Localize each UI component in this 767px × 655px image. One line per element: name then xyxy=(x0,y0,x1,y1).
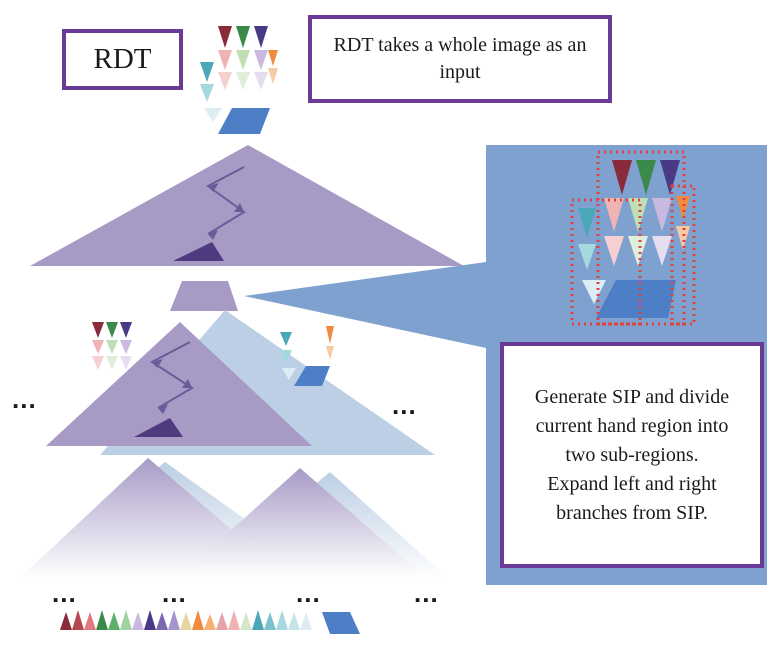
rdt-label: RDT xyxy=(93,43,152,75)
ellipsis-bottom-2: ... xyxy=(162,578,187,608)
root-tree-triangle xyxy=(30,145,464,266)
left-branch-hand-icon xyxy=(92,322,132,370)
zoomed-hand-icon xyxy=(570,150,696,326)
root-dark-node xyxy=(173,242,224,261)
third-level-purple-2 xyxy=(178,468,426,578)
ellipsis-left: ... xyxy=(12,384,37,414)
sip-note-box: Generate SIP and divide current hand reg… xyxy=(500,342,764,568)
right-branch-hand-icon xyxy=(280,326,334,386)
sip-node xyxy=(170,281,238,311)
input-image-icon xyxy=(200,26,278,134)
ellipsis-right: ... xyxy=(392,390,417,420)
rdt-label-box: RDT xyxy=(62,29,183,90)
sip-note-line: current hand region into xyxy=(535,414,729,437)
sip-note-line: branches from SIP. xyxy=(556,501,708,524)
search-path-arrows-2 xyxy=(150,341,194,409)
sip-note-line: Expand left and right xyxy=(547,472,717,495)
leaf-nodes-row xyxy=(60,610,360,634)
input-note: RDT takes a whole image as an input xyxy=(333,34,587,83)
zoom-connector xyxy=(244,262,486,348)
right-subregion-box-2 xyxy=(670,184,696,326)
ellipsis-bottom-3: ... xyxy=(296,578,321,608)
ellipsis-bottom-1: ... xyxy=(52,578,77,608)
sip-note-line: two sub-regions. xyxy=(565,443,699,466)
right-subregion-box xyxy=(596,150,686,326)
sip-note-text: Generate SIP and divide current hand reg… xyxy=(535,383,729,528)
input-note-box: RDT takes a whole image as an input xyxy=(308,15,612,103)
sip-note-line: Generate SIP and divide xyxy=(534,385,730,408)
ellipsis-bottom-4: ... xyxy=(414,578,439,608)
search-path-arrows-1 xyxy=(206,166,246,235)
left-dark-node xyxy=(134,418,183,437)
left-branch-triangle xyxy=(46,322,312,446)
